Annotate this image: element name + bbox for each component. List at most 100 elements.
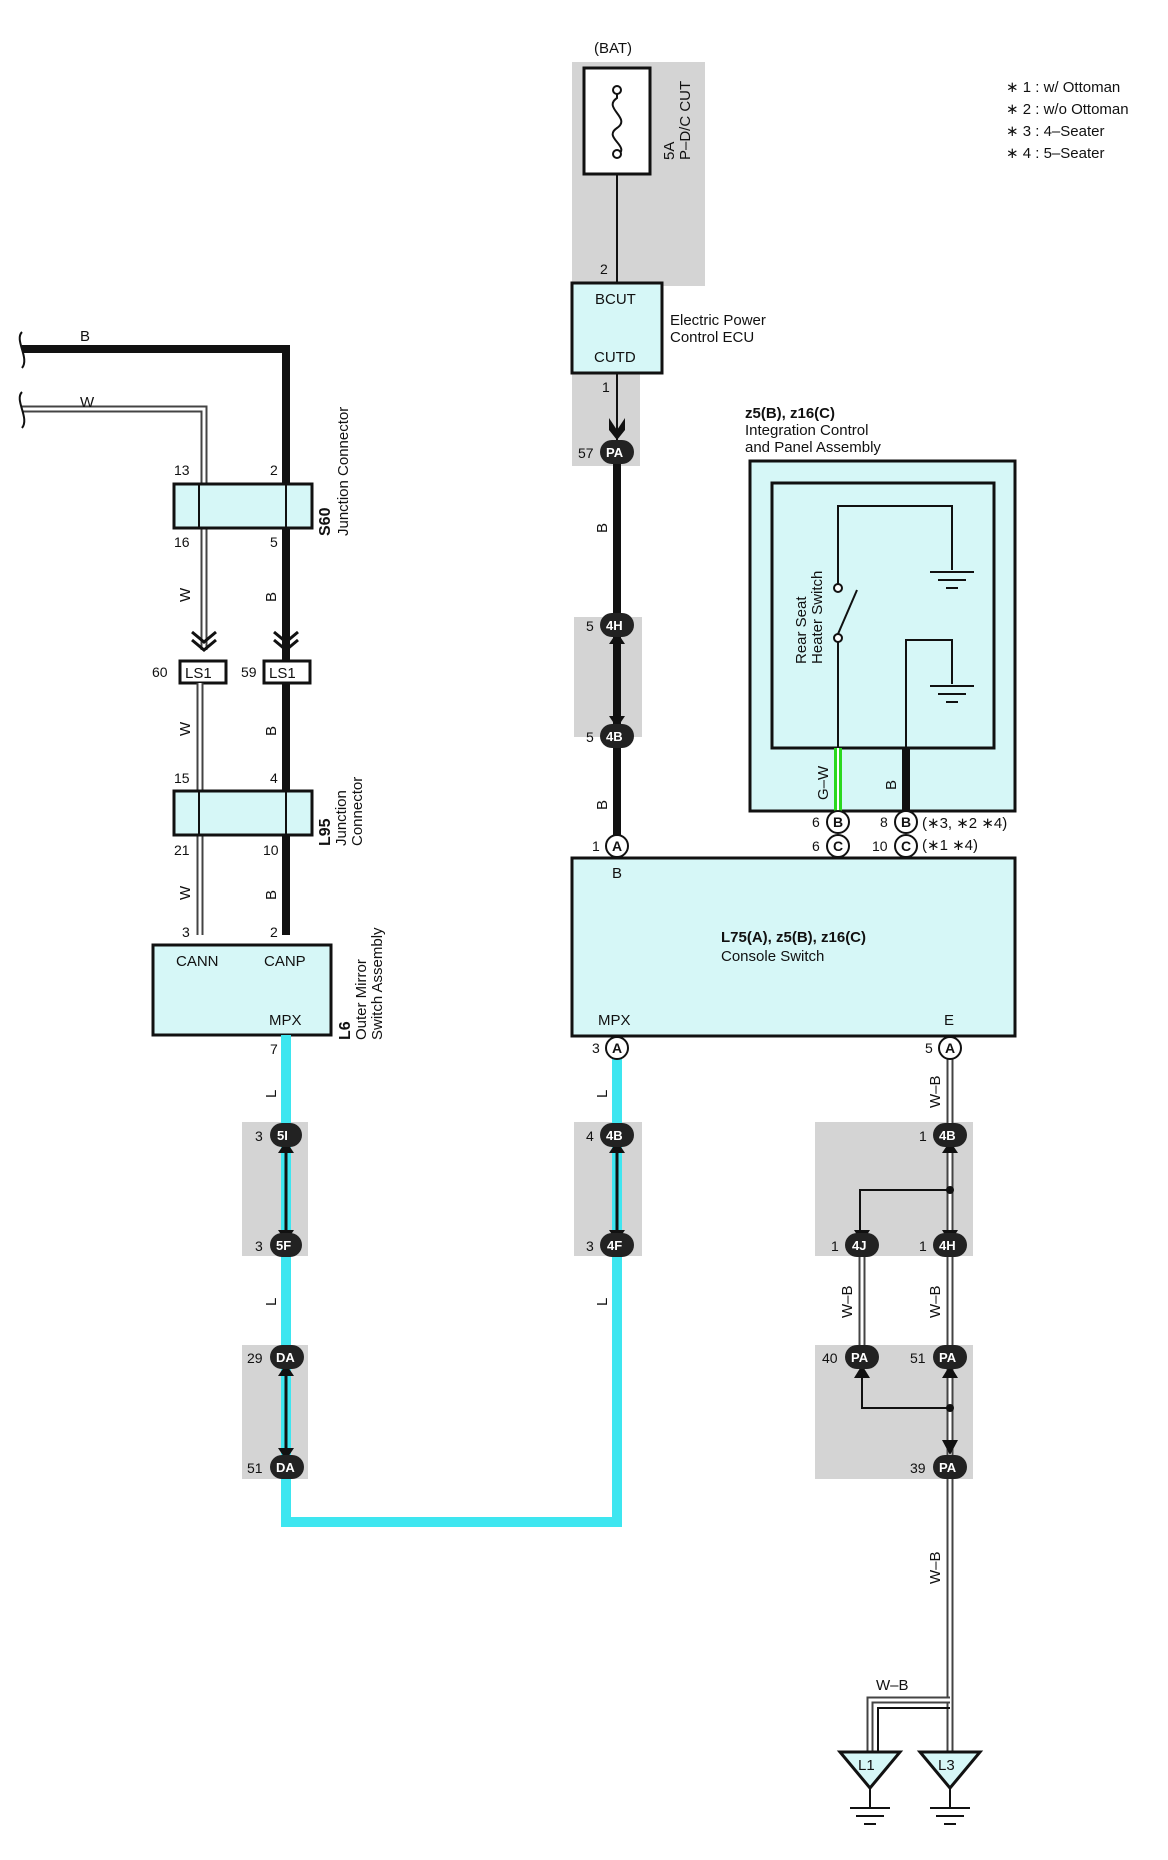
pin-c-6: C [833, 838, 843, 854]
pin-no-3a: 3 [592, 1040, 600, 1056]
pin-5f: 5F [276, 1238, 291, 1253]
ecu-pin-in: BCUT [595, 291, 636, 308]
s60-pin-5: 5 [270, 534, 278, 550]
console-switch-box [570, 856, 1017, 1038]
pin-b-8: B [901, 814, 911, 830]
connector-pins: PA 57 4H 5 4B 5 A 1 B 6 B 8 C 6 C 10 A 3… [247, 440, 967, 1479]
ls1-pin-w: 60 [152, 664, 168, 680]
l-label-1: L [263, 1090, 280, 1098]
variant-row-1: (∗3, ∗2 ∗4) [922, 815, 1007, 832]
ecu-pin-in-no: 2 [600, 261, 608, 277]
wire-b-bus [22, 345, 290, 935]
pin-a-1: A [612, 838, 622, 854]
pin-no-51da: 51 [247, 1460, 263, 1476]
ground-l3-label: L3 [938, 1757, 955, 1774]
note-3: ∗ 3 : 4–Seater [1006, 123, 1104, 140]
mirror-pin-mpx-no: 7 [270, 1041, 278, 1057]
wb-label-2: W–B [839, 1285, 856, 1318]
note-2: ∗ 2 : w/o Ottoman [1006, 101, 1129, 118]
l95-connector [172, 789, 314, 837]
console-pin-b: B [612, 865, 622, 882]
b-label-3: B [263, 890, 280, 900]
l95-pin-21: 21 [174, 842, 190, 858]
pin-4h-right: 4H [939, 1238, 956, 1253]
b-label-6: B [883, 780, 900, 790]
pin-no-1: 1 [592, 838, 600, 854]
console-name: Console Switch [721, 948, 824, 965]
pin-no-1j: 1 [831, 1238, 839, 1254]
pin-da-51: DA [276, 1460, 295, 1475]
pin-a-3: A [612, 1040, 622, 1056]
fuse-source-label: (BAT) [594, 40, 632, 57]
pin-no-39: 39 [910, 1460, 926, 1476]
w-label-3: W [177, 885, 194, 900]
pin-no-5b: 5 [586, 729, 594, 745]
b-label-5: B [594, 800, 611, 810]
integration-code: z5(B), z16(C) [745, 405, 835, 422]
fuse-element-icon [611, 88, 623, 157]
b-label-1: B [263, 592, 280, 602]
pin-no-1b4: 1 [919, 1128, 927, 1144]
bus-b-label: B [80, 328, 90, 345]
pin-b-6: B [833, 814, 843, 830]
ls1-b-connector [262, 659, 312, 685]
pin-a-5: A [945, 1040, 955, 1056]
pin-no-40: 40 [822, 1350, 838, 1366]
s60-name: Junction Connector [335, 407, 352, 536]
pin-no-5a: 5 [586, 618, 594, 634]
console-pin-mpx: MPX [598, 1012, 631, 1029]
pin-5i: 5I [277, 1128, 288, 1143]
s60-pin-13: 13 [174, 462, 190, 478]
pin-no-29: 29 [247, 1350, 263, 1366]
ground-icon-upper [930, 571, 974, 589]
b-label-4: B [594, 523, 611, 533]
w-label-1: W [177, 587, 194, 602]
mirror-code: L6 [337, 1021, 354, 1040]
mirror-switch-box [151, 943, 333, 1037]
mirror-mpx: MPX [269, 1012, 302, 1029]
pin-c-10: C [901, 838, 911, 854]
s60-pin-16: 16 [174, 534, 190, 550]
ecu-name-2: Control ECU [670, 329, 754, 346]
pin-no-6c: 6 [812, 838, 820, 854]
wb-label-3: W–B [927, 1285, 944, 1318]
pin-pa-39: PA [939, 1460, 957, 1475]
pin-pa-40: PA [851, 1350, 869, 1365]
pin-no-5e: 5 [925, 1040, 933, 1056]
pin-no-57: 57 [578, 445, 594, 461]
s60-connector [172, 482, 314, 530]
l95-name-2: Connector [349, 777, 366, 846]
pin-no-1h: 1 [919, 1238, 927, 1254]
wire-l-loop [281, 1035, 622, 1527]
ground-l1-icon [836, 1750, 904, 1791]
l95-pin-15: 15 [174, 770, 190, 786]
ground-l3-icon [916, 1750, 984, 1791]
pin-no-3f4: 3 [586, 1238, 594, 1254]
note-1: ∗ 1 : w/ Ottoman [1006, 79, 1120, 96]
fuse-rating: 5A [661, 142, 678, 160]
s60-pin-2: 2 [270, 462, 278, 478]
mirror-pin-cann-no: 3 [182, 924, 190, 940]
ecu-box [570, 281, 664, 375]
integration-name-1: Integration Control [745, 422, 868, 439]
pin-no-8b: 8 [880, 814, 888, 830]
ecu-pin-out: CUTD [594, 349, 636, 366]
pin-no-3i: 3 [255, 1128, 263, 1144]
pin-no-4b4: 4 [586, 1128, 594, 1144]
l95-pin-4: 4 [270, 770, 278, 786]
rear-seat-heater-switch-box [770, 481, 996, 750]
mirror-name-1: Outer Mirror [353, 959, 370, 1040]
variant-row-2: (∗1 ∗4) [922, 837, 978, 854]
integration-name-2: and Panel Assembly [745, 439, 881, 456]
pin-4b-upper: 4B [606, 729, 623, 744]
pa-upper-shade [574, 617, 642, 737]
pin-no-10c: 10 [872, 838, 888, 854]
console-pin-e: E [944, 1012, 954, 1029]
wb-label-5: W–B [876, 1677, 909, 1694]
wb-label-1: W–B [927, 1075, 944, 1108]
switch-label-2: Heater Switch [809, 571, 826, 664]
mirror-cann: CANN [176, 953, 219, 970]
pin-pa-57: PA [606, 445, 624, 460]
pin-no-51pa: 51 [910, 1350, 926, 1366]
